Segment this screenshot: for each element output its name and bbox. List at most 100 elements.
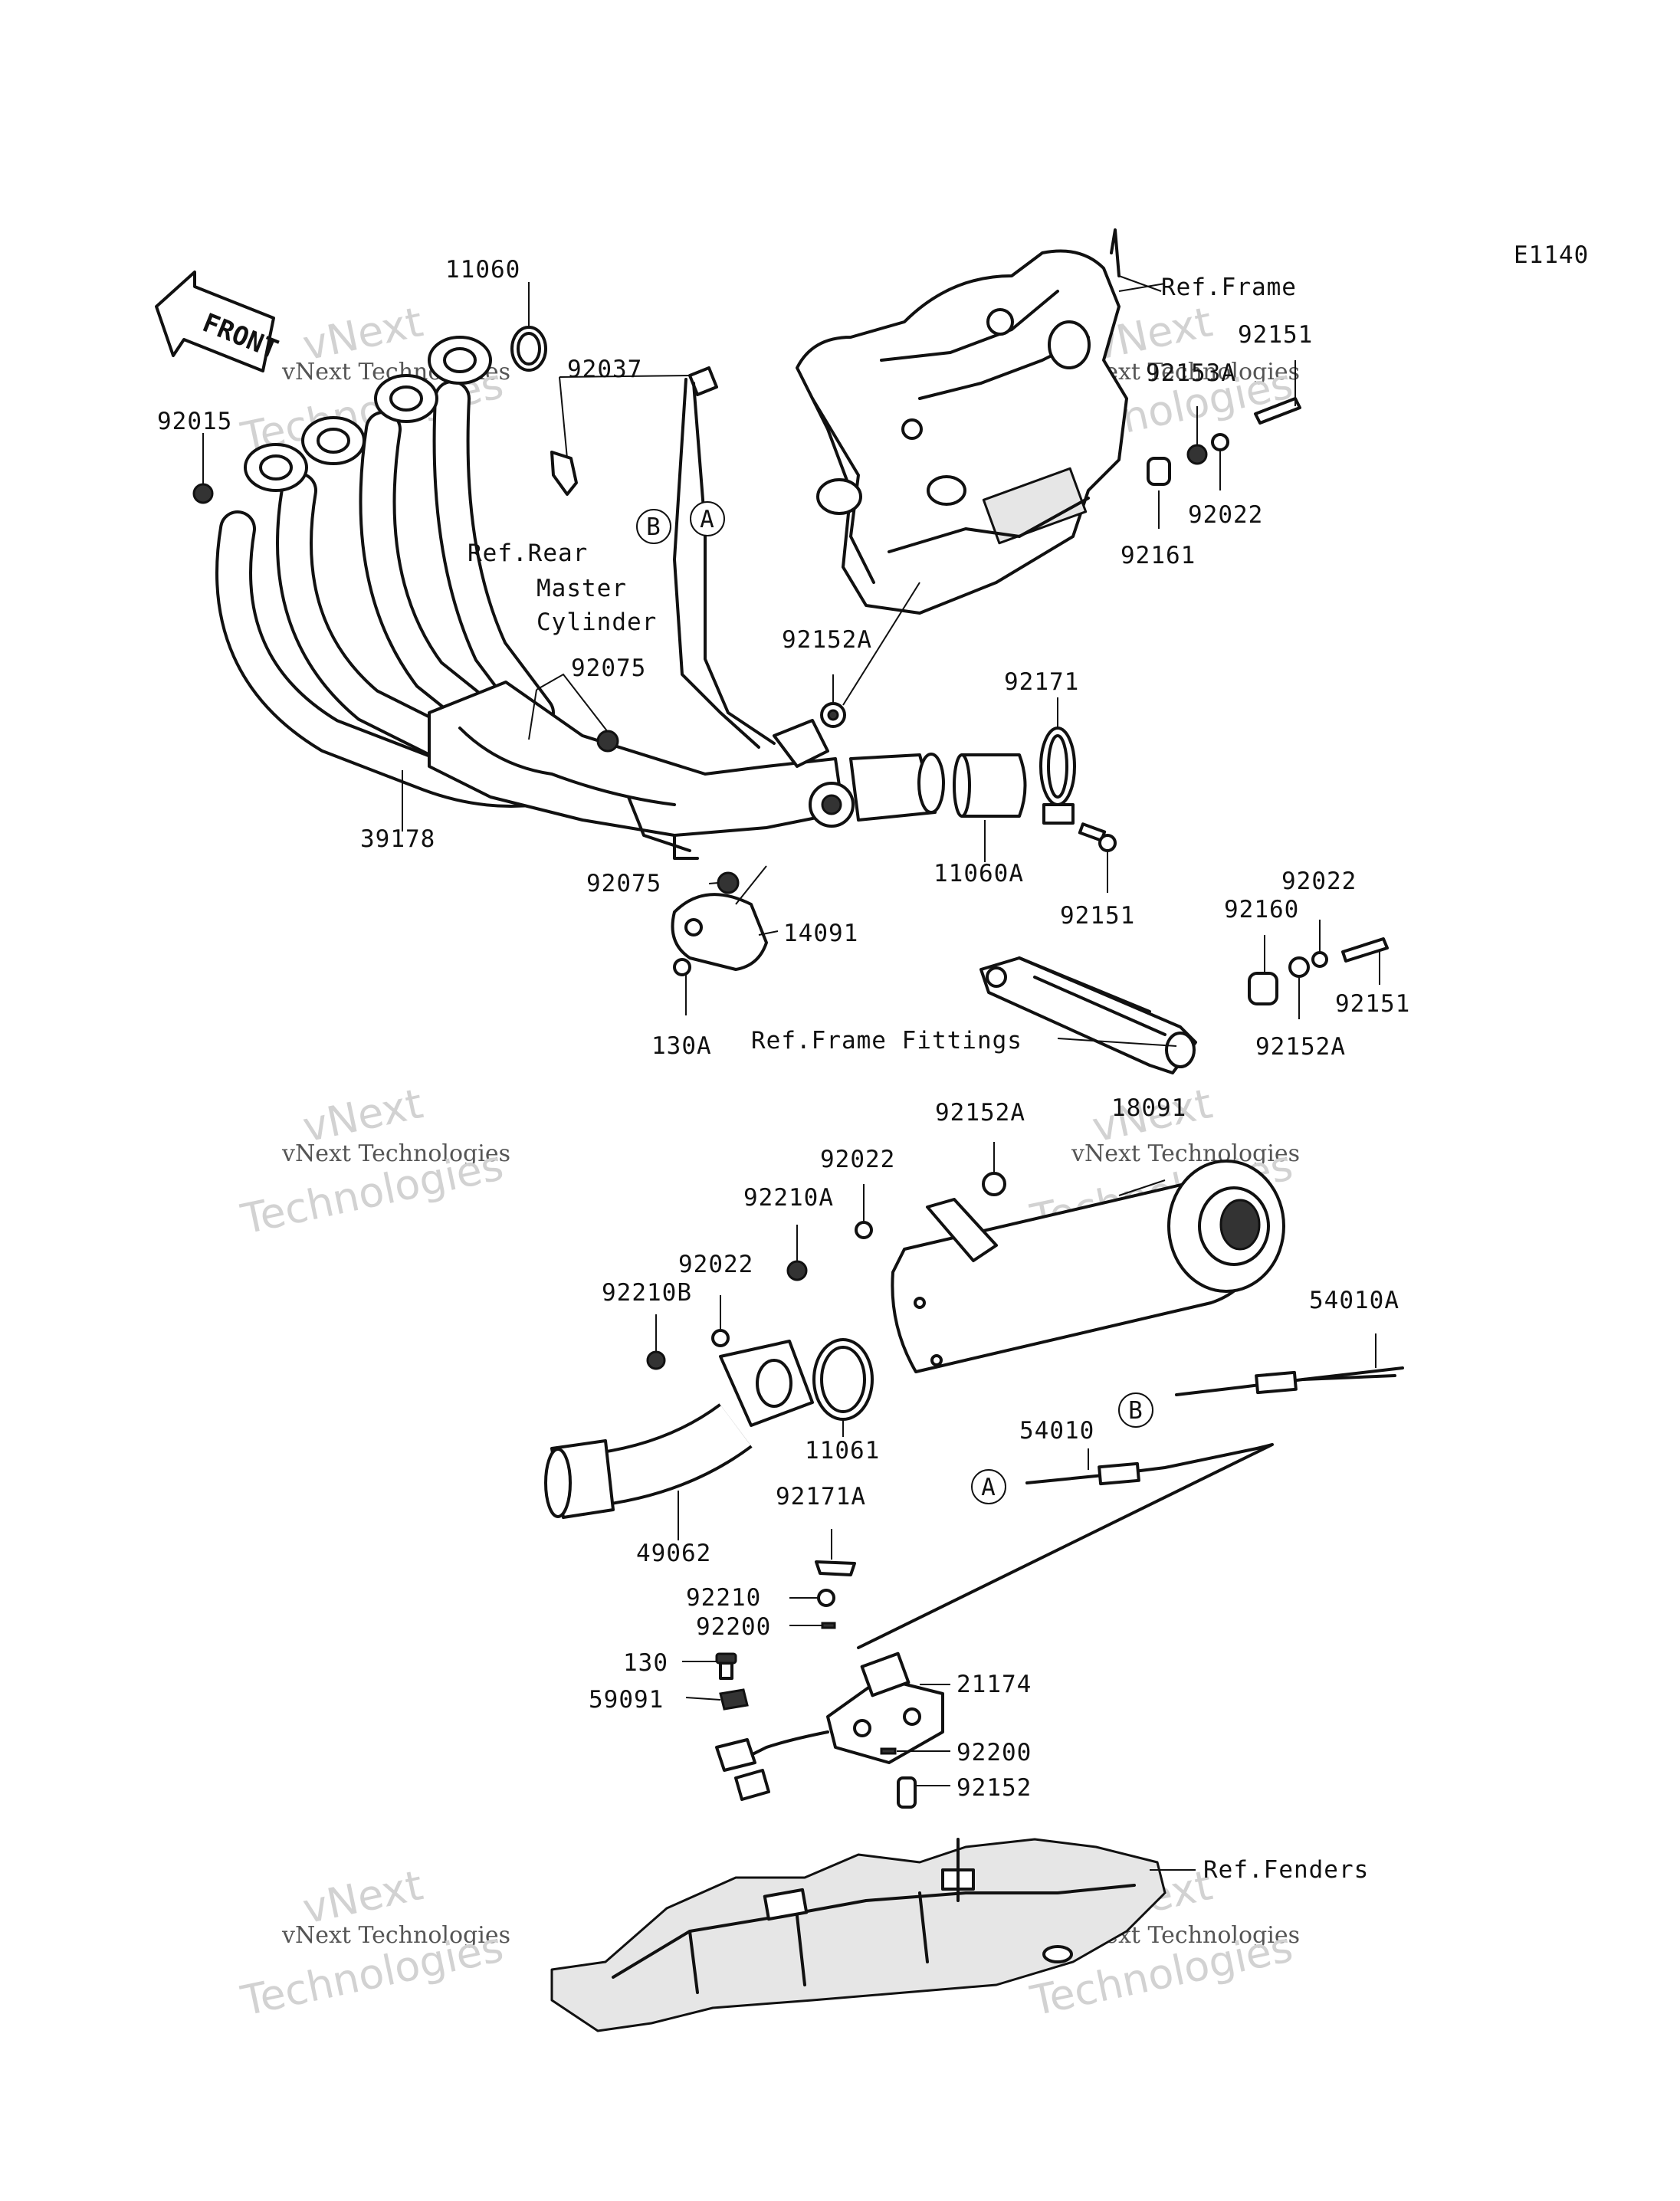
- collar-92152-icon: [897, 1776, 917, 1809]
- watermark-bottom-left: vNext vNext Technologies Technologies: [237, 1861, 510, 2026]
- callout-A-bottom: A: [971, 1469, 1006, 1504]
- heat-guard-14091: [671, 893, 768, 976]
- label-ref-frame: Ref.Frame: [1161, 274, 1297, 301]
- washer-92022-c-icon: [855, 1221, 873, 1239]
- svg-text:vNext Technologies: vNext Technologies: [281, 1922, 510, 1949]
- cable-54010: [857, 1443, 1274, 1649]
- svg-text:vNext Technologies: vNext Technologies: [1071, 1140, 1300, 1167]
- label-130: 130: [623, 1649, 668, 1677]
- gasket-11061: [812, 1338, 874, 1421]
- front-arrow-icon: FRONT: [155, 271, 283, 372]
- grommet-92152A-b-icon: [1288, 956, 1310, 978]
- callout-B-top: B: [636, 509, 671, 544]
- washer-92200-b-icon: [880, 1747, 897, 1755]
- label-92151-a: 92151: [1060, 902, 1135, 930]
- label-92151-b: 92151: [1238, 321, 1313, 349]
- label-92022-d: 92022: [678, 1251, 753, 1278]
- cables-upper: [673, 378, 776, 749]
- exhaust-headers: [215, 336, 945, 860]
- nut-92015-icon: [192, 483, 214, 504]
- bolt-92151-c-icon: [1341, 937, 1389, 963]
- small-parts-fitting: [1248, 937, 1389, 1005]
- label-18091: 18091: [1111, 1094, 1186, 1122]
- small-parts-upper: [192, 326, 1301, 894]
- label-59091: 59091: [589, 1686, 664, 1714]
- cable-54010A: [1175, 1366, 1404, 1396]
- label-39178: 39178: [360, 825, 435, 853]
- nut-92210B-icon: [646, 1350, 666, 1370]
- label-130A: 130A: [651, 1032, 712, 1060]
- label-92210: 92210: [686, 1584, 761, 1612]
- label-ref-fenders: Ref.Fenders: [1203, 1856, 1369, 1884]
- nut-92075a-icon: [596, 730, 619, 753]
- nut-92210-icon: [817, 1589, 835, 1607]
- leader-lines: [202, 282, 1380, 1871]
- servo-actuator-21174: [715, 1652, 944, 1801]
- rear-master-cylinder-clip-icon: [550, 451, 578, 496]
- label-ref-rear: Ref.Rear: [468, 540, 588, 567]
- label-92210A: 92210A: [743, 1184, 834, 1212]
- label-92022-c: 92022: [820, 1146, 895, 1173]
- bracket-59091-icon: [719, 1688, 749, 1711]
- label-92075-a: 92075: [571, 654, 646, 682]
- label-master: Master: [536, 575, 627, 602]
- label-54010A: 54010A: [1309, 1287, 1399, 1314]
- nut-92075b-icon: [717, 871, 740, 894]
- svg-text:A: A: [700, 506, 715, 533]
- label-92171A: 92171A: [776, 1483, 866, 1511]
- label-ref-frame-fittings: Ref.Frame Fittings: [751, 1027, 1022, 1055]
- svg-text:B: B: [1128, 1397, 1144, 1425]
- label-92152A-a: 92152A: [782, 626, 872, 654]
- muffler: [891, 1160, 1285, 1373]
- label-92160: 92160: [1224, 896, 1299, 923]
- bolt-92151-a: [1078, 822, 1117, 852]
- label-21174: 21174: [956, 1671, 1032, 1698]
- label-92037: 92037: [567, 356, 642, 383]
- label-92200-a: 92200: [696, 1613, 771, 1641]
- grommet-92152A-c-icon: [982, 1172, 1006, 1196]
- svg-text:A: A: [981, 1474, 996, 1501]
- small-parts-muffler: [646, 1172, 1006, 1370]
- connector-tube: [953, 753, 1027, 818]
- part-labels: E1140 11060 92037 92015 Ref.Rear Master …: [157, 241, 1589, 1884]
- collar-92160-icon: [1248, 972, 1278, 1005]
- collar-92161-icon: [1147, 457, 1171, 486]
- washer-92022-d-icon: [711, 1329, 730, 1347]
- washer-92153A-icon: [1186, 444, 1208, 465]
- washer-92200-a-icon: [821, 1622, 836, 1629]
- clamp-92171: [1039, 727, 1076, 825]
- bolt-92151-b-icon: [1254, 397, 1301, 425]
- frame-fitting-18091: [979, 956, 1197, 1074]
- svg-text:B: B: [646, 513, 661, 541]
- callout-A-top: A: [690, 501, 725, 536]
- label-92015: 92015: [157, 408, 232, 435]
- label-cylinder: Cylinder: [536, 608, 657, 636]
- label-11061: 11061: [805, 1437, 880, 1465]
- frame-drawing: [796, 228, 1162, 615]
- label-92153A: 92153A: [1146, 359, 1236, 387]
- label-54010: 54010: [1019, 1417, 1094, 1445]
- watermark-middle-left: vNext vNext Technologies Technologies: [237, 1079, 510, 1244]
- label-92151-c: 92151: [1335, 990, 1410, 1018]
- label-49062: 49062: [636, 1540, 711, 1567]
- svg-text:vNext Technologies: vNext Technologies: [281, 1140, 510, 1167]
- label-92022-a: 92022: [1188, 501, 1263, 529]
- label-92152: 92152: [956, 1774, 1032, 1802]
- small-parts-actuator: [715, 1560, 917, 1809]
- label-92075-b: 92075: [586, 870, 661, 897]
- clamp-92171A-icon: [815, 1560, 856, 1576]
- label-14091: 14091: [783, 920, 858, 947]
- label-92161: 92161: [1121, 542, 1196, 569]
- diagram-ref-code: E1140: [1514, 241, 1589, 269]
- fender-drawing: [550, 1838, 1166, 2032]
- label-92171: 92171: [1004, 668, 1079, 696]
- label-11060: 11060: [445, 256, 520, 284]
- label-92152A-c: 92152A: [935, 1099, 1025, 1127]
- link-pipe-49062: [544, 1340, 814, 1519]
- label-11060A: 11060A: [934, 860, 1024, 887]
- washer-92022-b-icon: [1311, 951, 1328, 968]
- bolt-130-icon: [719, 1661, 733, 1680]
- label-92200-b: 92200: [956, 1739, 1032, 1766]
